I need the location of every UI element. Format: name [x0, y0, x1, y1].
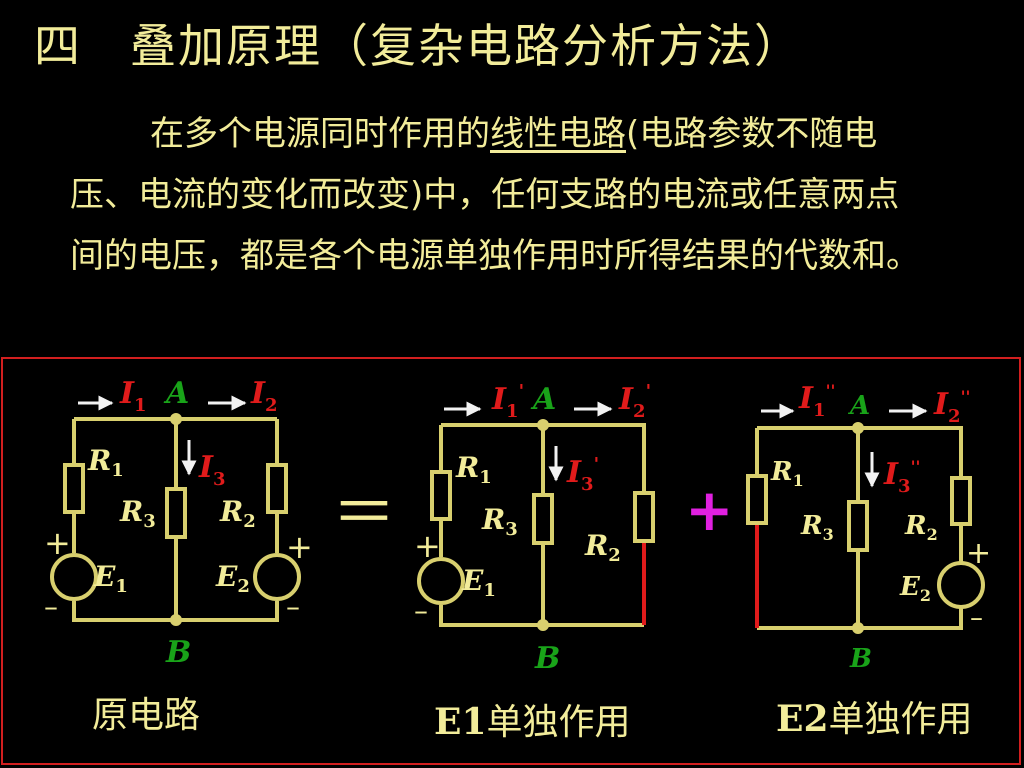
e1-plus-sign-e1: + — [414, 527, 441, 565]
resistor-r2 — [266, 463, 288, 514]
source-e1-e1 — [417, 557, 465, 605]
circuit-e2-only: I1'' I2'' I3'' A B R1 R2 R3 E2 + – — [746, 381, 991, 674]
resistor-r3-e2 — [847, 500, 869, 552]
wires-e1 — [439, 423, 646, 627]
label-node-b-e2: B — [849, 644, 872, 674]
resistor-r2-e1 — [633, 491, 655, 543]
label-r2-e2: R2 — [904, 511, 938, 544]
label-r3-e2: R3 — [800, 511, 834, 544]
circuit-original: I1 I2 I3 A B R1 R2 R3 E1 E2 + – + – — [44, 376, 313, 670]
label-i3: I3 — [198, 450, 226, 490]
source-e1 — [50, 553, 98, 601]
circuit-panel — [1, 357, 1021, 765]
principle-paragraph: 在多个电源同时作用的线性电路(电路参数不随电压、电流的变化而改变)中，任何支路的… — [70, 104, 930, 287]
linear-circuit-term: 线性电路 — [490, 114, 626, 154]
node-b-dot — [170, 614, 182, 626]
label-i1: I1 — [119, 376, 147, 416]
resistor-r3 — [165, 487, 187, 539]
caption-e2-suffix: 单独作用 — [828, 699, 973, 740]
label-e2-e2: E2 — [899, 572, 931, 605]
caption-original-circuit: 原电路 — [92, 695, 201, 736]
e2-plus-sign: + — [286, 528, 313, 566]
label-r3: R3 — [119, 495, 156, 532]
source-e2-e2 — [937, 561, 985, 609]
label-node-a: A — [163, 376, 189, 411]
plus-sign: + — [685, 476, 734, 544]
label-node-b: B — [165, 635, 191, 670]
caption-e1-prefix: E1 — [434, 701, 487, 743]
label-r2: R2 — [219, 495, 256, 532]
e2-minus-sign: – — [286, 590, 300, 623]
label-i2pp: I2'' — [933, 387, 970, 427]
paragraph-part1: 在多个电源同时作用的 — [150, 114, 490, 154]
node-a-dot — [170, 413, 182, 425]
node-b-dot-e1 — [537, 619, 549, 631]
resistor-r2-e2 — [950, 476, 972, 526]
label-i3pp: I3'' — [883, 457, 920, 497]
label-i1p: I1' — [491, 381, 524, 422]
e1-plus-sign: + — [44, 524, 71, 562]
node-b-dot-e2 — [852, 622, 864, 634]
caption-e1-only: E1单独作用 — [434, 693, 631, 745]
caption-e1-suffix: 单独作用 — [486, 702, 631, 743]
e1-minus-sign: – — [44, 590, 58, 623]
label-e1: E1 — [93, 560, 128, 597]
label-i2: I2 — [250, 376, 278, 416]
label-r1-e2: R1 — [770, 457, 804, 490]
e1-minus-sign-e1: – — [414, 594, 428, 627]
source-e2 — [253, 553, 301, 601]
label-r3-e1: R3 — [481, 503, 518, 540]
e2-plus-sign-e2: + — [966, 536, 991, 571]
resistor-r1-e1 — [430, 470, 452, 521]
equals-sign: ＝ — [332, 477, 396, 551]
node-a-dot-e2 — [852, 422, 864, 434]
resistor-r1 — [63, 463, 85, 514]
label-i3p: I3' — [566, 454, 599, 495]
label-node-a-e1: A — [530, 382, 556, 417]
resistor-r3-e1 — [532, 493, 554, 545]
label-node-a-e2: A — [847, 391, 870, 421]
label-r1: R1 — [87, 444, 124, 481]
caption-e2-only: E2单独作用 — [776, 690, 973, 742]
label-i2p: I2' — [618, 381, 651, 422]
resistor-r1-e2 — [746, 474, 768, 525]
label-e2: E2 — [215, 560, 250, 597]
e2-minus-sign-e2: – — [970, 603, 983, 633]
caption-e2-prefix: E2 — [776, 698, 829, 740]
paragraph-part2: (电路参数不随电压、电流的变化而改变)中，任何支路的电流或任意两点间的电压，都是… — [70, 114, 920, 276]
wires-e2 — [755, 426, 963, 630]
label-node-b-e1: B — [534, 641, 560, 676]
label-e1-e1: E1 — [461, 564, 496, 601]
node-a-dot-e1 — [537, 419, 549, 431]
label-r2-e1: R2 — [584, 529, 621, 566]
label-i1pp: I1'' — [798, 381, 835, 421]
circuit-e1-only: I1' I2' I3' A B R1 R2 R3 E1 + – — [414, 381, 655, 676]
page-title: 四 叠加原理（复杂电路分析方法） — [34, 19, 802, 73]
label-r1-e1: R1 — [455, 451, 492, 488]
